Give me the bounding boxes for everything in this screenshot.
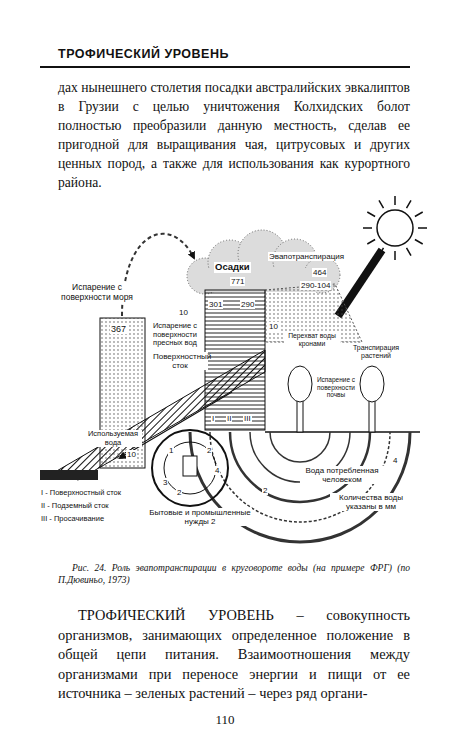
body-paragraph: ТРОФИЧЕСКИЙ УРОВЕНЬ – совокупность орган… <box>58 606 410 704</box>
amount-number: 10 <box>268 322 279 331</box>
body-paragraph: дах нынешнего столетия посадки австралий… <box>58 78 410 192</box>
sun <box>377 210 413 246</box>
callout-number: 1 <box>168 446 174 455</box>
callout-number: 2 <box>206 446 212 455</box>
amount-number: 301 <box>208 300 223 309</box>
sun-rays <box>363 196 427 260</box>
amount-number: 10 <box>178 308 189 317</box>
tree-crown <box>288 366 312 402</box>
ground-slope <box>55 350 265 480</box>
sea-evaporation-arc <box>122 234 194 316</box>
page-number: 110 <box>205 712 245 727</box>
amount-number: 367 <box>110 324 127 334</box>
flow-label: Эвапотранспирация <box>268 252 345 261</box>
water-use-cycle <box>152 430 228 506</box>
amount-number: 771 <box>230 277 245 286</box>
water-use-inner <box>164 442 216 494</box>
tree-crown <box>360 366 384 402</box>
key-entry: III - Просачивание <box>40 515 105 524</box>
callout-number: 3 <box>162 478 168 487</box>
amount-number: 290-104 <box>300 281 331 290</box>
callout-number: 2 <box>176 488 182 497</box>
flow-label: Испарение с поверхности пресных вод <box>146 322 204 348</box>
flow-label: Испарение с поверхности моря <box>52 283 142 302</box>
runoff-numeral: III <box>243 414 252 423</box>
callout-number: 4 <box>392 456 398 465</box>
amount-number: 464 <box>312 268 327 277</box>
callout-number: 2 <box>262 486 268 495</box>
flow-label: Осадки <box>214 262 251 273</box>
flow-label: Испарение с поверхности почвы <box>314 376 358 399</box>
flow-label: Вода потребленная человеком <box>300 466 384 484</box>
groundwater-arc <box>270 432 330 462</box>
note-text: Количества воды указаны в мм <box>330 493 412 511</box>
figure-caption: Рис. 24. Роль эвапотранспирации в кругов… <box>58 562 410 586</box>
key-entry: I - Поверхностный сток <box>40 489 122 498</box>
runoff-numeral: II <box>226 414 232 423</box>
flow-label: Поверхностный сток <box>152 352 208 370</box>
tap-symbol <box>183 456 197 476</box>
sea <box>40 470 98 480</box>
header-rule <box>40 66 410 68</box>
amount-number: 290 <box>240 300 255 309</box>
ground-surface <box>265 431 420 433</box>
cloud <box>187 230 340 294</box>
amount-number: 10 <box>126 450 137 459</box>
flow-label: Используемая вода <box>84 430 142 447</box>
flow-label: Транспирация растений <box>345 344 407 360</box>
surface-runoff-arrow <box>120 392 232 458</box>
runoff-numeral: I <box>211 414 215 423</box>
callout-number: 4 <box>214 466 220 475</box>
flow-label: Перехват воды кронами <box>284 332 340 348</box>
flow-label: Бытовые и промышленные нужды 2 <box>148 508 252 526</box>
key-entry: II - Подземный сток <box>40 502 110 511</box>
running-header: ТРОФИЧЕСКИЙ УРОВЕНЬ <box>58 47 229 61</box>
